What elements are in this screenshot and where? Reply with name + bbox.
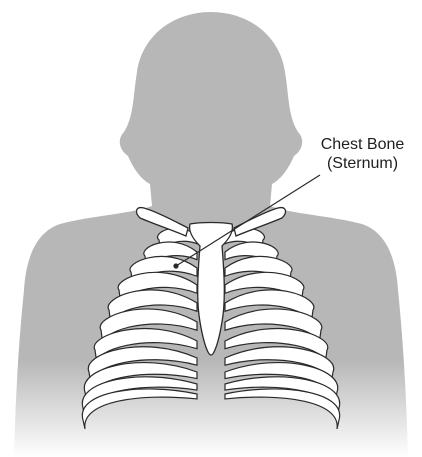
callout-line-1: Chest Bone	[310, 135, 415, 154]
sternum-callout: Chest Bone (Sternum)	[310, 135, 415, 173]
callout-line-2: (Sternum)	[310, 154, 415, 173]
bottom-fade	[0, 360, 422, 457]
callout-anchor-dot	[173, 263, 178, 268]
